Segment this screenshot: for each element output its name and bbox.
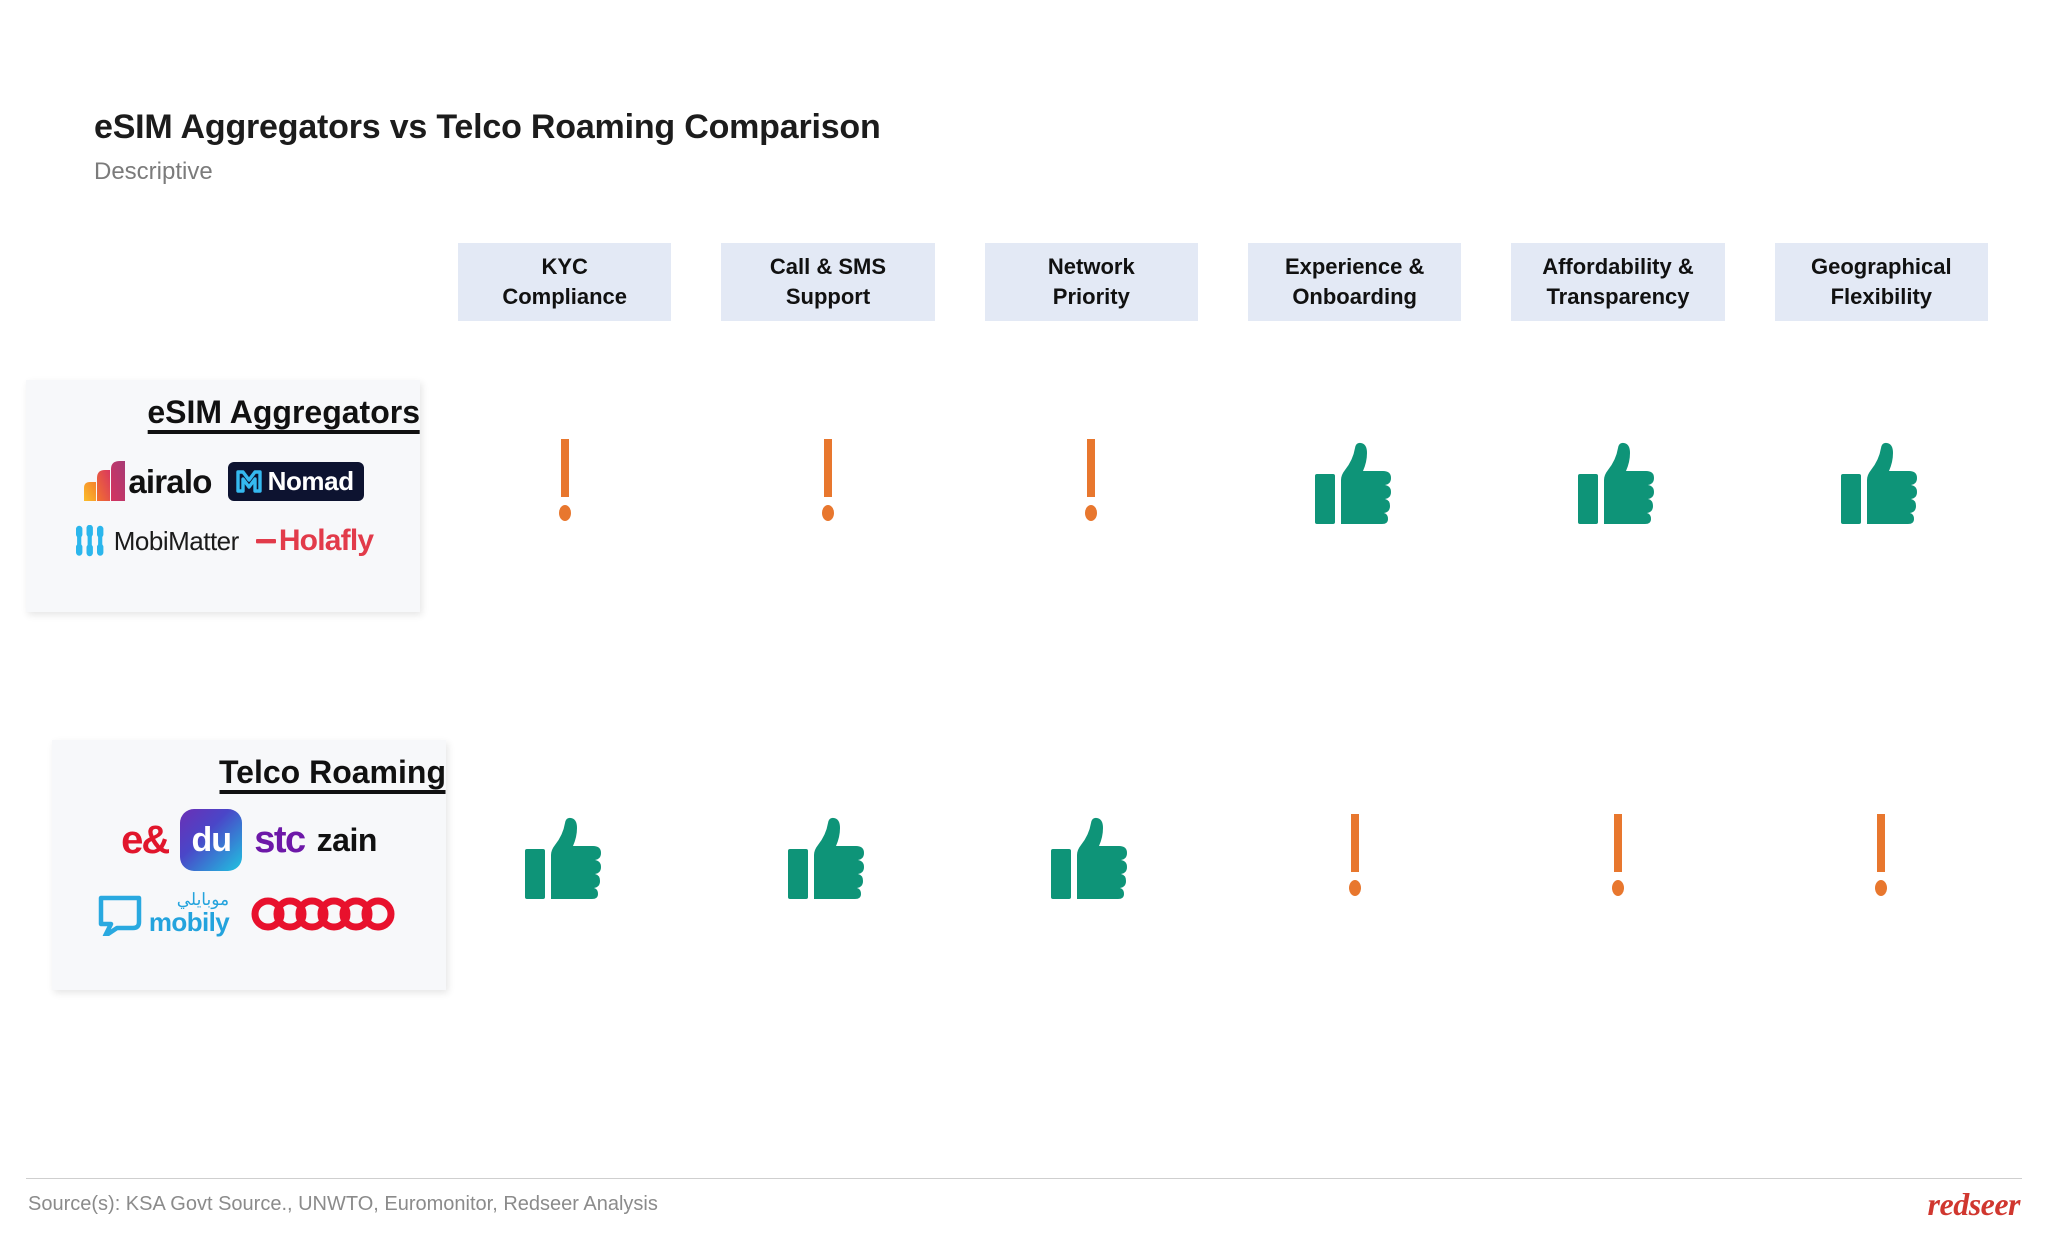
mark-cell-experience-onboarding bbox=[1248, 800, 1461, 920]
page-subtitle: Descriptive bbox=[94, 158, 213, 185]
column-header-line2: Flexibility bbox=[1830, 284, 1933, 309]
mark-cell-kyc-compliance bbox=[458, 425, 671, 545]
logo-nomad: Nomad bbox=[227, 461, 364, 501]
column-header-line2: Transparency bbox=[1546, 284, 1690, 309]
mark-row-esim-aggregators bbox=[458, 425, 1988, 545]
column-header-network-priority: Network Priority bbox=[984, 243, 1198, 321]
row-label-card-telco-roaming: Telco Roaming e& du stc zain موبايلي mob… bbox=[52, 740, 446, 990]
brand-logo-row: MobiMatter Holafly bbox=[26, 525, 420, 557]
column-header-kyc-compliance: KYC Compliance bbox=[458, 243, 672, 321]
column-header-line1: Experience & bbox=[1284, 253, 1425, 279]
column-header-line2: Onboarding bbox=[1292, 284, 1417, 309]
mark-cell-network-priority bbox=[985, 425, 1198, 545]
thumbs-up-icon bbox=[1051, 817, 1128, 899]
brand-logo-row: airalo Nomad bbox=[26, 461, 420, 501]
mark-cell-network-priority bbox=[985, 800, 1198, 920]
exclamation-icon bbox=[1348, 814, 1361, 896]
column-header-call-sms-support: Call & SMS Support bbox=[721, 243, 935, 321]
logo-zain: zain bbox=[316, 822, 378, 858]
column-header-affordability-transparency: Affordability & Transparency bbox=[1511, 243, 1725, 321]
column-header-line1: Geographical bbox=[1811, 253, 1952, 279]
logo-holafly-text: Holafly bbox=[278, 524, 374, 557]
row-label-card-esim-aggregators: eSIM Aggregators bbox=[26, 380, 420, 612]
logo-mobily-text: mobily bbox=[148, 906, 230, 937]
logo-mobily: موبايلي mobily bbox=[97, 890, 230, 937]
ooredoo-mark-icon bbox=[251, 897, 395, 931]
logo-stc: stc bbox=[254, 819, 306, 861]
exclamation-icon bbox=[1875, 814, 1888, 896]
column-header-line2: Priority bbox=[1052, 284, 1130, 309]
brand-logo-row: موبايلي mobily bbox=[52, 891, 446, 936]
logo-du: du bbox=[180, 809, 243, 871]
logo-mobimatter-text: MobiMatter bbox=[113, 526, 240, 556]
thumbs-up-icon bbox=[1577, 442, 1654, 524]
thumbs-up-icon bbox=[524, 817, 601, 899]
mobily-mark-icon bbox=[98, 895, 142, 936]
thumbs-up-icon bbox=[1841, 442, 1918, 524]
airalo-mark-icon bbox=[84, 461, 126, 501]
column-header-line1: Call & SMS bbox=[769, 253, 887, 279]
holafly-cross-icon bbox=[255, 539, 276, 544]
source-note: Source(s): KSA Govt Source., UNWTO, Euro… bbox=[28, 1193, 658, 1215]
logo-holafly: Holafly bbox=[255, 524, 374, 557]
mark-cell-call-sms-support bbox=[721, 425, 934, 545]
mark-cell-experience-onboarding bbox=[1248, 425, 1461, 545]
column-header-line1: Affordability & bbox=[1542, 253, 1694, 279]
column-header-experience-onboarding: Experience & Onboarding bbox=[1247, 243, 1462, 321]
mark-cell-geographical-flexibility bbox=[1775, 800, 1988, 920]
redseer-logo: redseer bbox=[1927, 1186, 2021, 1222]
row-title-esim-aggregators: eSIM Aggregators bbox=[147, 380, 420, 434]
column-header-line1: Network bbox=[1047, 253, 1135, 279]
column-header-line2: Support bbox=[785, 284, 871, 309]
logo-du-text: du bbox=[191, 821, 232, 859]
logo-airalo-text: airalo bbox=[128, 462, 212, 500]
thumbs-up-icon bbox=[787, 817, 864, 899]
logo-e-and: e& bbox=[121, 818, 170, 862]
nomad-mark-icon bbox=[235, 469, 262, 493]
logo-mobily-arabic: موبايلي bbox=[176, 890, 230, 909]
page-title: eSIM Aggregators vs Telco Roaming Compar… bbox=[94, 108, 881, 146]
mark-cell-affordability-transparency bbox=[1511, 425, 1724, 545]
mark-cell-call-sms-support bbox=[721, 800, 934, 920]
logo-mobimatter: MobiMatter bbox=[73, 525, 239, 557]
column-header-geographical-flexibility: Geographical Flexibility bbox=[1774, 243, 1988, 321]
mobimatter-mark-icon bbox=[75, 525, 104, 557]
footer-divider bbox=[26, 1178, 2022, 1179]
row-title-telco-roaming: Telco Roaming bbox=[219, 740, 446, 794]
mark-cell-geographical-flexibility bbox=[1775, 425, 1988, 545]
brand-logo-row: e& du stc zain bbox=[52, 809, 446, 871]
mark-cell-kyc-compliance bbox=[458, 800, 671, 920]
exclamation-icon bbox=[821, 439, 834, 521]
logo-nomad-text: Nomad bbox=[267, 465, 355, 496]
logo-airalo: airalo bbox=[82, 461, 212, 501]
column-header-row: KYC Compliance Call & SMS Support Networ… bbox=[458, 243, 1988, 321]
logo-ooredoo bbox=[251, 897, 401, 931]
exclamation-icon bbox=[1085, 439, 1098, 521]
mark-cell-affordability-transparency bbox=[1511, 800, 1724, 920]
column-header-line2: Compliance bbox=[502, 284, 628, 309]
column-header-line1: KYC bbox=[541, 253, 588, 279]
exclamation-icon bbox=[558, 439, 571, 521]
mark-row-telco-roaming bbox=[458, 800, 1988, 920]
thumbs-up-icon bbox=[1314, 442, 1391, 524]
exclamation-icon bbox=[1611, 814, 1624, 896]
